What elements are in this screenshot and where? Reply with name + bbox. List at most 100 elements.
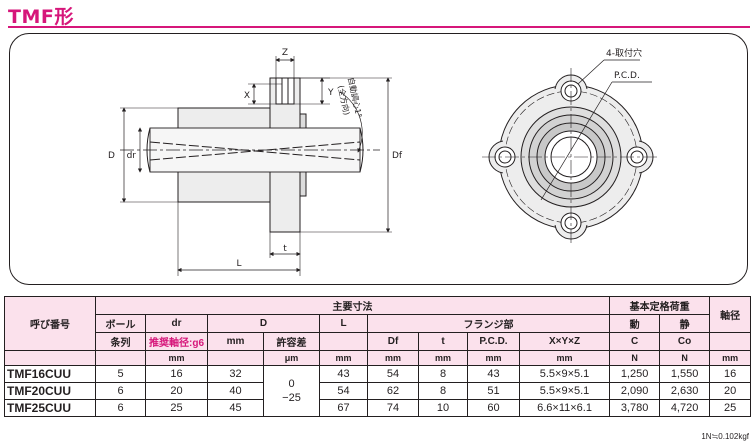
cell-model: TMF20CUU — [4, 382, 96, 400]
cell-pcd: 51 — [467, 382, 520, 400]
cell-t: 8 — [418, 365, 468, 383]
cell-rows: 5 — [95, 365, 146, 383]
header-co: Co — [659, 332, 711, 351]
cell-l: 67 — [319, 399, 368, 417]
unit-t: mm — [418, 350, 468, 366]
header-df: Df — [367, 332, 419, 351]
header-rating: 基本定格荷重 — [609, 296, 711, 315]
unit-pcd: mm — [467, 350, 520, 366]
dim-t-label: t — [283, 244, 287, 254]
header-d: D — [207, 314, 320, 333]
side-view — [120, 56, 392, 276]
dim-dr-label: dr — [127, 151, 137, 161]
holes-leader — [577, 59, 605, 85]
dim-y-label: Y — [327, 88, 334, 98]
header-l: L — [319, 314, 368, 333]
header-model: 呼び番号 — [4, 296, 96, 351]
unit-dr: mm — [145, 350, 208, 366]
cell-d: 32 — [207, 365, 264, 383]
cell-df: 62 — [367, 382, 419, 400]
spec-table: 呼び番号 主要寸法 基本定格荷重 軸径 ボール dr D L フランジ部 動 静… — [4, 296, 752, 417]
unit-l: mm — [319, 350, 368, 366]
cell-shaft: 20 — [709, 382, 752, 400]
spec-table-header: 呼び番号 主要寸法 基本定格荷重 軸径 ボール dr D L フランジ部 動 静… — [4, 296, 752, 366]
front-view-labels: 4-取付穴 P.C.D. — [606, 47, 642, 81]
cell-pcd: 60 — [467, 399, 520, 417]
cell-rows: 6 — [95, 382, 146, 400]
cell-shaft: 16 — [709, 365, 752, 383]
dim-x-label: X — [244, 91, 250, 101]
cell-d: 40 — [207, 382, 264, 400]
pcd-leader — [540, 81, 613, 201]
unit-shaft: mm — [709, 350, 752, 366]
pcd-label: P.C.D. — [614, 71, 640, 81]
cell-model: TMF25CUU — [4, 399, 96, 417]
table-row: TMF20CUU 6 20 40 54 62 8 51 5.5×9×5.1 2,… — [4, 382, 752, 400]
cell-c: 2,090 — [609, 382, 661, 400]
header-shaft: 軸径 — [709, 296, 752, 333]
header-shaft-unit — [709, 332, 752, 351]
header-dr: dr — [145, 314, 208, 333]
cell-co: 4,720 — [659, 399, 711, 417]
cell-c: 3,780 — [609, 399, 661, 417]
header-l-unit — [319, 332, 368, 351]
unit-df: mm — [367, 350, 419, 366]
header-flange: フランジ部 — [366, 314, 611, 333]
cell-shaft: 25 — [709, 399, 752, 417]
header-pcd: P.C.D. — [467, 332, 520, 351]
cell-xyz: 6.6×11×6.1 — [518, 399, 611, 417]
cell-df: 54 — [367, 365, 419, 383]
header-dynamic: 動 — [609, 314, 661, 333]
header-d-mm: mm — [207, 332, 264, 351]
cell-xyz: 5.5×9×5.1 — [518, 382, 611, 400]
cell-model: TMF16CUU — [4, 365, 96, 383]
cell-t: 8 — [418, 382, 468, 400]
technical-drawing: Z X Y D dr Df t L 自動調心1° (全方向) — [108, 47, 660, 276]
unit-co: N — [659, 350, 711, 366]
cell-d-tolerance: 0 −25 — [263, 365, 320, 417]
header-main-dims: 主要寸法 — [94, 296, 611, 315]
header-t: t — [418, 332, 468, 351]
unit-xyz: mm — [518, 350, 611, 366]
cell-l: 43 — [319, 365, 368, 383]
unit-d — [207, 350, 264, 366]
cell-dr: 16 — [145, 365, 208, 383]
cell-co: 1,550 — [659, 365, 711, 383]
cell-dr: 20 — [145, 382, 208, 400]
dim-d-label: D — [108, 151, 115, 161]
unit-footnote: 1N≒0.102kgf — [701, 432, 749, 441]
tol-lower: −25 — [282, 392, 301, 404]
header-ball-rows-1: ボール — [95, 314, 146, 333]
cell-d: 45 — [207, 399, 264, 417]
holes-label: 4-取付穴 — [606, 47, 642, 59]
cell-df: 74 — [367, 399, 419, 417]
spec-table-body: TMF16CUU 5 16 32 0 −25 43 54 8 43 5.5×9×… — [4, 365, 752, 417]
cell-c: 1,250 — [609, 365, 661, 383]
cell-l: 54 — [319, 382, 368, 400]
cell-xyz: 5.5×9×5.1 — [518, 365, 611, 383]
header-ball-rows-2: 条列 — [95, 332, 146, 351]
dim-z-label: Z — [282, 48, 288, 58]
unit-rows — [95, 350, 146, 366]
drawing-frame — [9, 33, 748, 285]
table-row: TMF25CUU 6 25 45 67 74 10 60 6.6×11×6.1 … — [4, 399, 752, 417]
cell-t: 10 — [418, 399, 468, 417]
tol-upper: 0 — [288, 378, 295, 390]
header-static: 静 — [659, 314, 711, 333]
unit-c: N — [609, 350, 661, 366]
page-title: TMF形 — [8, 6, 74, 28]
cell-dr: 25 — [145, 399, 208, 417]
cell-rows: 6 — [95, 399, 146, 417]
header-dr-sub: 推奨軸径:g6 — [145, 332, 208, 351]
header-xyz: X×Y×Z — [518, 332, 611, 351]
cell-co: 2,630 — [659, 382, 711, 400]
header-d-tol: 許容差 — [263, 332, 320, 351]
table-row: TMF16CUU 5 16 32 0 −25 43 54 8 43 5.5×9×… — [4, 365, 752, 417]
unit-d-tol: μm — [263, 350, 320, 366]
dim-l-label: L — [236, 259, 241, 269]
unit-model — [4, 350, 96, 366]
title-underline — [8, 26, 750, 28]
front-view — [482, 59, 660, 246]
cell-pcd: 43 — [467, 365, 520, 383]
header-c: C — [609, 332, 661, 351]
